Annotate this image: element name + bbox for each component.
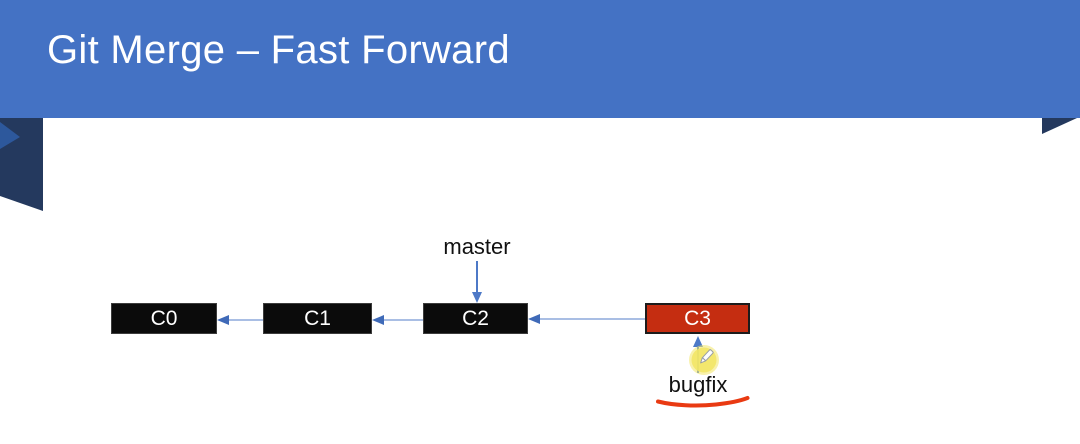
pen-cursor (689, 345, 719, 375)
arrowhead-left-icon (217, 315, 229, 325)
connector-c1-c0 (217, 315, 263, 325)
page-title: Git Merge – Fast Forward (47, 28, 510, 72)
commit-node-c3: C3 (645, 303, 750, 334)
branch-label-bugfix: bugfix (668, 372, 728, 397)
branch-label-master: master (443, 234, 511, 259)
title-banner: Git Merge – Fast Forward (0, 0, 1080, 118)
right-corner-triangle (1042, 118, 1077, 134)
commit-node-c0: C0 (111, 303, 217, 334)
pencil-icon (700, 349, 714, 364)
left-ribbon-accent-triangle (0, 122, 20, 149)
master-pointer-arrow (472, 261, 482, 303)
connector-c2-c1 (372, 315, 423, 325)
arrowhead-down-icon (472, 292, 482, 303)
connector-c3-c2 (528, 314, 645, 324)
commit-node-c2: C2 (423, 303, 528, 334)
arrowhead-left-icon (528, 314, 540, 324)
pencil-tip (700, 357, 707, 364)
arrowhead-left-icon (372, 315, 384, 325)
commit-node-c1: C1 (263, 303, 372, 334)
arrowhead-up-icon (693, 336, 703, 347)
ink-underline-annotation (656, 396, 750, 408)
